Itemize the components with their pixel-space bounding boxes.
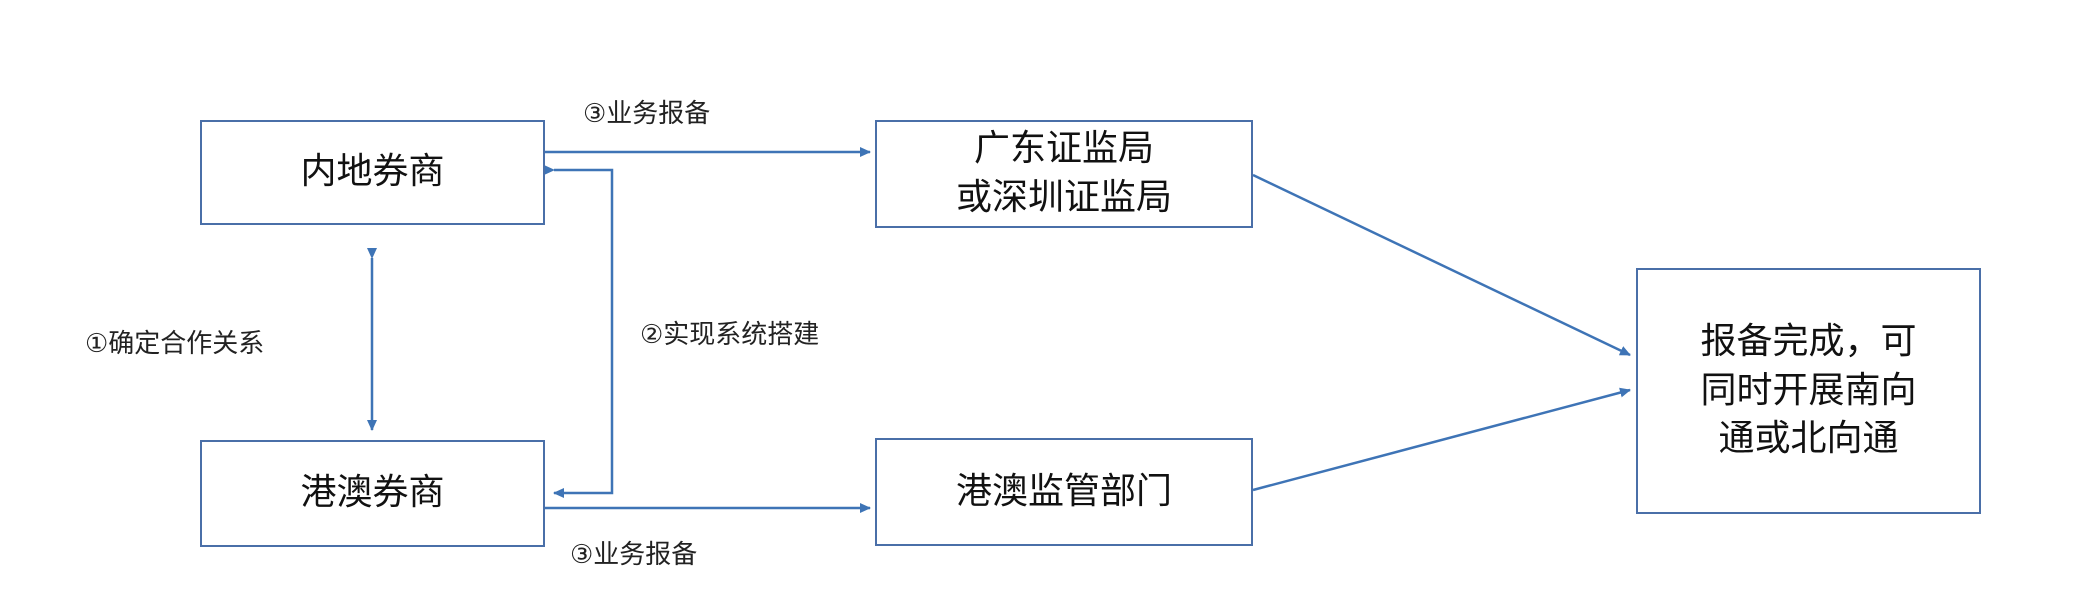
node-hkmacau-broker-label: 港澳券商 bbox=[300, 472, 445, 514]
arrow-csrc-to-completion bbox=[1252, 173, 1631, 357]
node-completion-label: 报备完成，可 同时开展南向 通或北向通 bbox=[1700, 321, 1917, 460]
arrow-system-build bbox=[544, 165, 614, 498]
node-gd-sz-csrc: 广东证监局 或深圳证监局 bbox=[875, 120, 1253, 228]
node-gd-sz-csrc-label: 广东证监局 或深圳证监局 bbox=[955, 128, 1172, 218]
label-step1: ①确定合作关系 bbox=[85, 329, 265, 359]
node-completion: 报备完成，可 同时开展南向 通或北向通 bbox=[1636, 268, 1981, 514]
node-hkmacau-regulator-label: 港澳监管部门 bbox=[955, 470, 1172, 512]
label-step3-bottom: ③业务报备 bbox=[570, 540, 698, 570]
node-hkmacau-regulator: 港澳监管部门 bbox=[875, 438, 1253, 546]
arrow-regulator-to-completion bbox=[1252, 387, 1631, 492]
label-step3-top: ③业务报备 bbox=[583, 99, 711, 129]
node-hkmacau-broker: 港澳券商 bbox=[200, 440, 545, 547]
node-mainland-broker-label: 内地券商 bbox=[300, 151, 445, 193]
node-mainland-broker: 内地券商 bbox=[200, 120, 545, 225]
label-step2: ②实现系统搭建 bbox=[640, 320, 820, 350]
